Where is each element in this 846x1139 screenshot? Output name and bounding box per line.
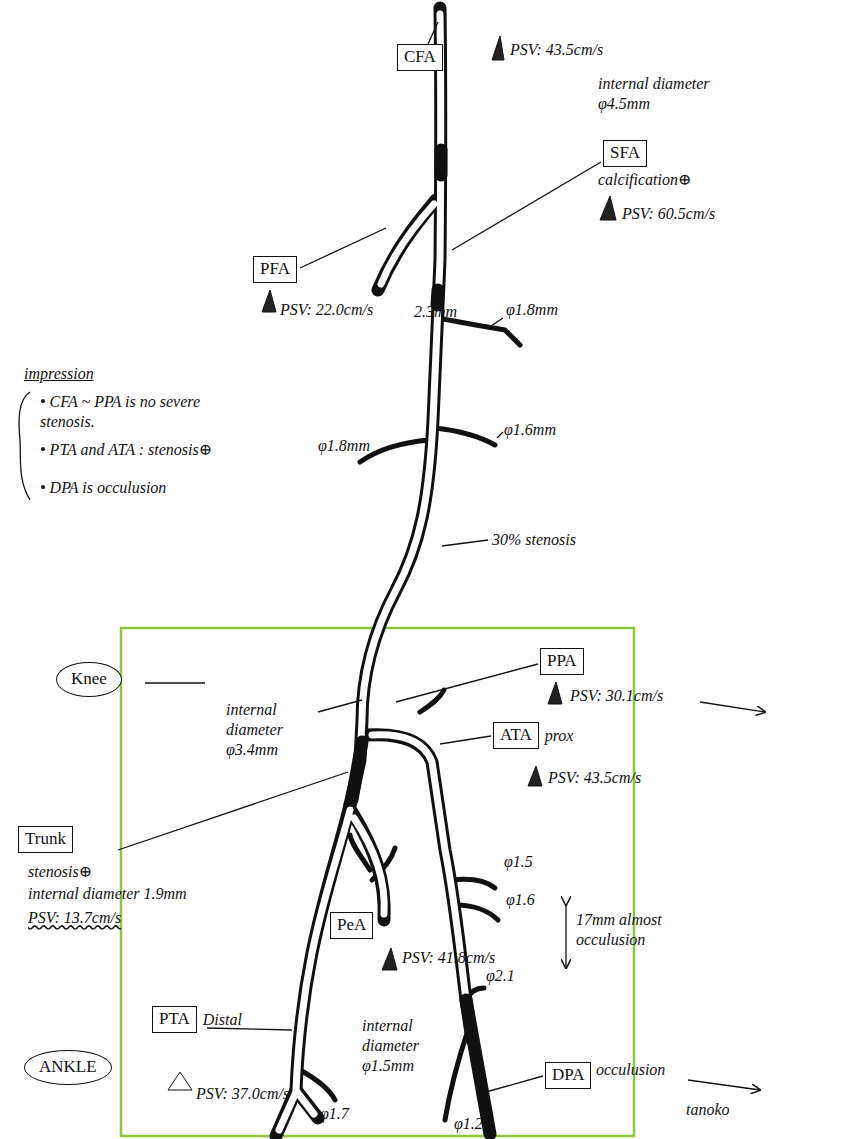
vessel-name: SFA	[603, 140, 647, 167]
sfa-box: SFA	[603, 140, 647, 167]
pta-box: PTA Distal	[152, 1006, 242, 1033]
annotation: internal diameter φ3.4mm	[226, 700, 318, 760]
ata-box: ATA prox	[493, 722, 573, 749]
vessel-name: ATA	[493, 722, 539, 749]
annotation: internal diameter 1.9mm	[28, 884, 187, 904]
vessel-name: PPA	[540, 648, 584, 675]
annotation: PSV: 41.8cm/s	[402, 948, 495, 968]
annotation: • DPA is occulusion	[40, 478, 166, 498]
knee-oval: Knee	[56, 662, 122, 697]
annotation: • CFA ~ PPA is no severe stenosis.	[40, 392, 210, 432]
annotation: calcification⊕	[598, 170, 691, 190]
annotation: φ2.1	[486, 966, 515, 986]
vessel-name: DPA	[545, 1062, 591, 1089]
annotation: 2.3mm	[414, 302, 457, 322]
vessel-name: ANKLE	[24, 1050, 112, 1085]
annotation: φ1.2	[454, 1114, 483, 1134]
annotation: 30% stenosis	[492, 530, 576, 550]
annotation: φ1.8mm	[506, 300, 558, 320]
annotation: PSV: 30.1cm/s	[570, 686, 663, 706]
vessel-name: PFA	[253, 256, 297, 283]
annotation: tanoko	[686, 1100, 730, 1120]
ppa-box: PPA	[540, 648, 584, 675]
pea-box: PeA	[330, 912, 373, 939]
annotation: PSV: 43.5cm/s	[548, 768, 641, 788]
annotation: φ1.5	[504, 852, 533, 872]
annotation: φ1.7	[320, 1104, 349, 1124]
vessel-name: Knee	[56, 662, 122, 697]
vessel-name: Trunk	[18, 826, 73, 853]
annotation: 17mm almost occulusion	[576, 910, 666, 950]
annotation: internal diameter φ4.5mm	[598, 74, 758, 114]
annotation: φ1.6	[506, 890, 535, 910]
annotation: internal diameter φ1.5mm	[362, 1016, 454, 1076]
annotation: φ1.8mm	[318, 436, 370, 456]
trunk-box: Trunk	[18, 826, 73, 853]
annotation: PSV: 37.0cm/s	[196, 1084, 289, 1104]
annotation: • PTA and ATA : stenosis⊕	[40, 440, 230, 460]
vessel-name: PTA	[152, 1006, 197, 1033]
dpa-box: DPA	[545, 1062, 591, 1089]
vessel-name: CFA	[397, 44, 443, 71]
pfa-box: PFA	[253, 256, 297, 283]
annotation: PSV: 13.7cm/s	[28, 908, 121, 928]
vessel-note: prox	[545, 727, 574, 745]
annotation: PSV: 60.5cm/s	[622, 204, 715, 224]
cfa-box: CFA	[397, 44, 443, 71]
annotation: impression	[24, 364, 94, 384]
annotation: φ1.6mm	[504, 420, 556, 440]
annotation: PSV: 43.5cm/s	[510, 40, 603, 60]
ankle-oval: ANKLE	[24, 1050, 112, 1085]
annotation: PSV: 22.0cm/s	[280, 300, 373, 320]
annotation: occulusion	[596, 1060, 665, 1080]
annotation: stenosis⊕	[28, 862, 92, 882]
vessel-note: Distal	[203, 1011, 242, 1029]
vessel-name: PeA	[330, 912, 373, 939]
